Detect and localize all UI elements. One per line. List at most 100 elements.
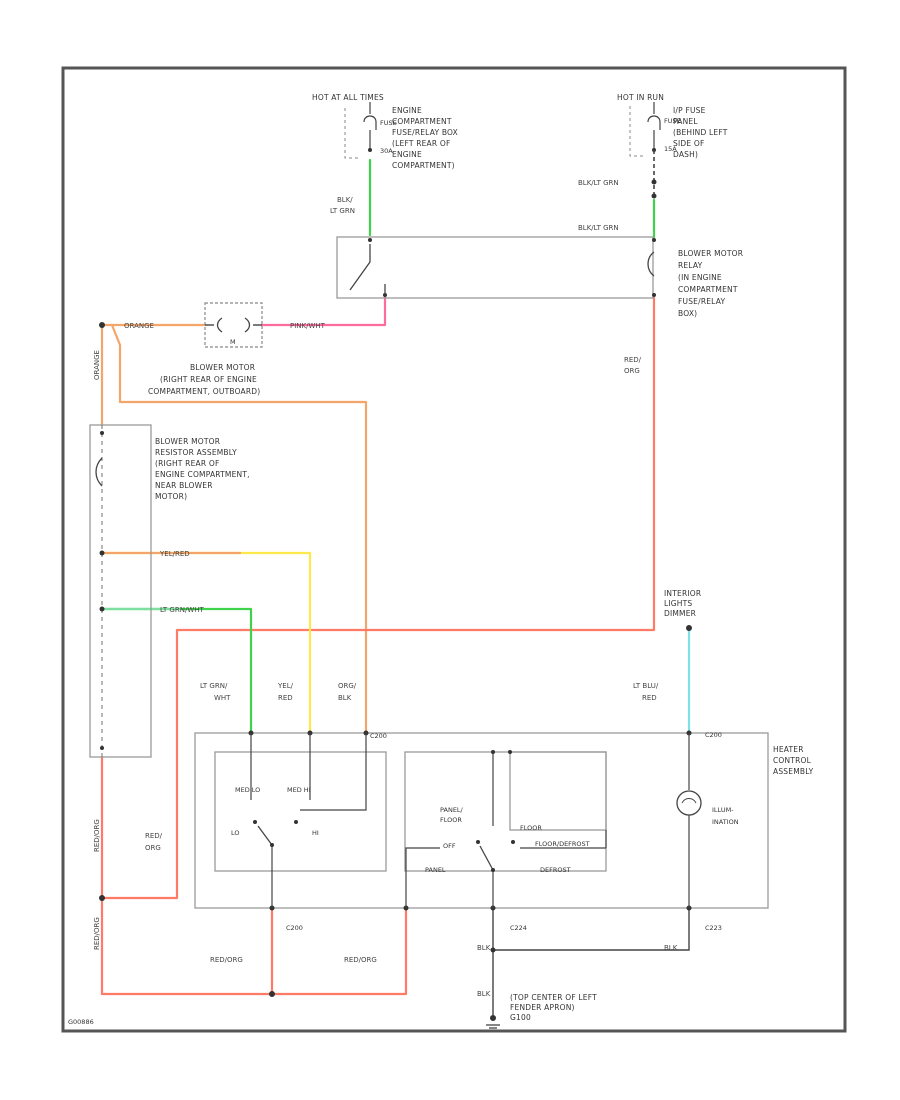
thermal-limiter-icon [95, 457, 103, 487]
illumination-bulb-icon [676, 790, 702, 816]
relay-label: BLOWER MOTOR RELAY (IN ENGINE COMPARTMENT FU… [678, 249, 743, 318]
label-yel-red-2b: RED [278, 694, 293, 702]
resistor-label-line-4: ENGINE COMPARTMENT, [155, 470, 250, 479]
relay-label-line-6: BOX) [678, 309, 697, 318]
fuse-location-left-line-6: COMPARTMENT) [392, 161, 455, 170]
fuse-location-left-line-4: (LEFT REAR OF [392, 139, 450, 148]
mode-switch [479, 845, 494, 871]
label-panel: PANEL [425, 866, 446, 874]
label-pink-wht: PINK/WHT [290, 322, 326, 330]
label-red-org-vert-1: RED/ORG [93, 819, 101, 852]
label-yel-red-2a: YEL/ [277, 682, 294, 690]
resistor-label-line-3: (RIGHT REAR OF [155, 459, 219, 468]
label-red-org-bot-1: RED/ORG [210, 956, 243, 964]
power-source-left: HOT AT ALL TIMES FUSE 30A ENGINECOMPARTM… [312, 93, 458, 170]
relay-label-line-5: FUSE/RELAY [678, 297, 725, 306]
label-illum: ILLUM- [712, 806, 734, 814]
figure-code: G00886 [68, 1018, 94, 1026]
label-med-hi-a: MED HI [287, 786, 311, 794]
resistor-label-line-5: NEAR BLOWER [155, 481, 213, 490]
fuse-location-right-line-1: I/P FUSE [673, 106, 706, 115]
label-blk-lt-grn-right-2: BLK/LT GRN [578, 224, 619, 232]
ground-label-line-1: (TOP CENTER OF LEFT [510, 993, 597, 1002]
fuse-location-right-line-4: SIDE OF [673, 139, 705, 148]
amp-label-right: 15A [664, 145, 677, 153]
connector-c200-bottom: C200 [286, 924, 303, 932]
heater-label-line-2: CONTROL [773, 756, 812, 765]
heater-label-line-3: ASSEMBLY [773, 767, 814, 776]
dimmer-connection [686, 625, 692, 631]
relay-label-line-1: BLOWER MOTOR [678, 249, 743, 258]
dimmer-label-line-3: DIMMER [664, 609, 696, 618]
fuse-icon-left [363, 102, 377, 130]
connector-c223-bottom: C223 [705, 924, 722, 932]
label-orange-vertical: ORANGE [93, 350, 101, 380]
relay-label-line-2: RELAY [678, 261, 703, 270]
relay-coil-icon [647, 251, 655, 277]
mode-sub-box [509, 751, 607, 831]
blower-motor: M [99, 302, 263, 348]
fuse-location-right-line-2: PANEL [673, 117, 698, 126]
ground-symbol-icon [486, 1024, 500, 1029]
wire-yel-red [100, 551, 312, 735]
fuse-icon-right [647, 102, 661, 130]
blower-motor-label-line-3: COMPARTMENT, OUTBOARD) [148, 387, 260, 396]
blower-switch-box [214, 751, 387, 872]
relay-label-line-4: COMPARTMENT [678, 285, 738, 294]
label-lt-blu-red-a: LT BLU/ [633, 682, 659, 690]
blower-motor-label-line-1: BLOWER MOTOR [190, 363, 255, 372]
blower-motor-label: BLOWER MOTOR(RIGHT REAR OF ENGINECOMPART… [148, 363, 260, 396]
label-lt-grn-wht-2b: WHT [214, 694, 231, 702]
fuse-box-outline-right [629, 106, 645, 157]
wire-labels: BLK/ LT GRN BLK/LT GRN BLK/LT GRN ORANGE… [93, 179, 678, 998]
label-orange: ORANGE [124, 322, 154, 330]
fuse-location-right-line-5: DASH) [673, 150, 698, 159]
fuse-location-left-line-2: COMPARTMENT [392, 117, 452, 126]
label-blk-lt-grn-right-1: BLK/LT GRN [578, 179, 619, 187]
label-lt-blu-red-b: RED [642, 694, 657, 702]
wire-blk-ground-2 [493, 908, 690, 951]
label-floor-defrost: FLOOR/DEFROST [535, 840, 590, 848]
label-panel-floor-a: PANEL/ [440, 806, 464, 814]
ground-label-line-3: G100 [510, 1013, 531, 1022]
fuse-location-right: I/P FUSE PANEL (BEHIND LEFT SIDE OF DASH) [673, 106, 728, 159]
label-red-org-vert-2: RED/ORG [93, 917, 101, 950]
switch-labels: MED LO MED HI LO HI PANEL/ FLOOR OFF FLO… [231, 786, 739, 874]
power-source-right: HOT IN RUN FUSE 15A I/P FUSE PANEL (BEHIND… [617, 93, 728, 159]
mode-switch-box [404, 751, 607, 872]
label-org-blk-b: BLK [338, 694, 352, 702]
resistor-label-line-2: RESISTOR ASSEMBLY [155, 448, 237, 457]
amp-label-left: 30A [380, 147, 393, 155]
connector-c224-bottom: C224 [510, 924, 527, 932]
ground-point [490, 1015, 496, 1021]
relay-label-line-3: (IN ENGINE [678, 273, 722, 282]
label-off: OFF [443, 842, 456, 850]
label-red-org-right-1: RED/ [624, 356, 642, 364]
ground-label-line-2: FENDER APRON) [510, 1003, 575, 1012]
diagram-border [61, 66, 847, 1033]
label-org-blk-a: ORG/ [338, 682, 357, 690]
label-lt-grn-wht-2a: LT GRN/ [200, 682, 228, 690]
label-hi: HI [312, 829, 319, 837]
label-defrost: DEFROST [540, 866, 571, 874]
connector-c200-top-left: C200 [370, 732, 387, 740]
wire-red-org-relay [100, 296, 656, 900]
connector-c200-top-right: C200 [705, 731, 722, 739]
label-ination: INATION [712, 818, 739, 826]
heater-control-box [194, 732, 769, 909]
dimmer-label-line-1: INTERIOR [664, 589, 701, 598]
label-red-org-left-b: ORG [145, 844, 161, 852]
resistor-box [89, 424, 152, 758]
blower-motor-relay [336, 236, 656, 299]
fuse-location-left-line-5: ENGINE [392, 150, 422, 159]
label-red-org-right-2: ORG [624, 367, 640, 375]
label-lo: LO [231, 829, 240, 837]
motor-symbol: M [230, 338, 236, 346]
fuse-label-right: FUSE [664, 117, 681, 125]
hot-label-right: HOT IN RUN [617, 93, 664, 102]
wire-org-blk [110, 323, 368, 735]
fuse-location-right-line-3: (BEHIND LEFT [673, 128, 728, 137]
